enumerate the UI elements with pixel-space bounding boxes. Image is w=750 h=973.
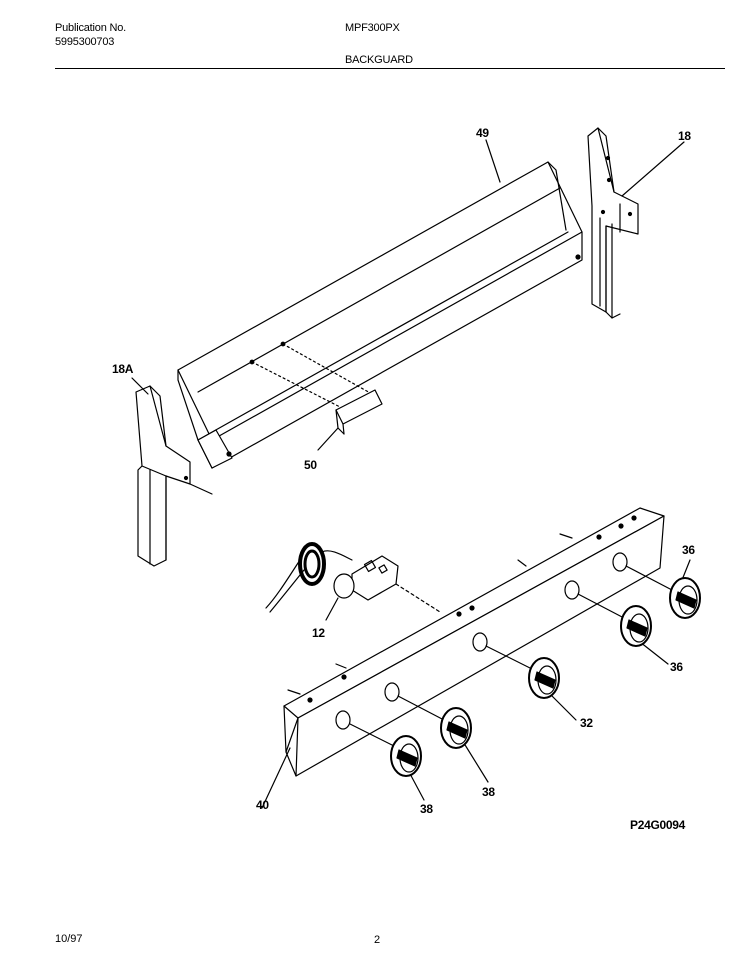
footer-date: 10/97: [55, 933, 83, 945]
callout-50: 50: [304, 458, 317, 472]
callout-32: 32: [580, 716, 593, 730]
end-bracket-part-18a: [131, 377, 213, 567]
callout-12: 12: [312, 626, 325, 640]
publication-number: 5995300703: [55, 36, 115, 48]
callout-40: 40: [256, 798, 269, 812]
diagram-code: P24G0094: [630, 818, 685, 832]
thermostat-valve-part-12: [265, 542, 441, 621]
control-panel-part-40: [261, 507, 665, 809]
end-bracket-part-18: [587, 127, 685, 319]
callout-36-top: 36: [682, 543, 695, 557]
publication-label: Publication No.: [55, 22, 126, 34]
model-number: MPF300PX: [345, 22, 400, 34]
knob-part-32: [528, 657, 560, 699]
backguard-panel-part-49: [177, 161, 583, 469]
callout-38-left: 38: [420, 802, 433, 816]
callout-38-right: 38: [482, 785, 495, 799]
header-rule: [55, 68, 725, 69]
trim-clip-part-50: [249, 341, 383, 451]
callout-36-middle: 36: [670, 660, 683, 674]
section-title: BACKGUARD: [345, 54, 413, 66]
callout-49: 49: [476, 126, 489, 140]
knob-part-36-top: [669, 577, 701, 619]
knob-part-38-right: [440, 707, 472, 749]
knob-part-38-left: [390, 735, 422, 777]
knob-part-36-middle: [620, 605, 652, 647]
knob-leader-lines: [349, 559, 691, 801]
page-number: 2: [374, 934, 381, 946]
callout-18a: 18A: [112, 362, 134, 376]
callout-18: 18: [678, 129, 691, 143]
